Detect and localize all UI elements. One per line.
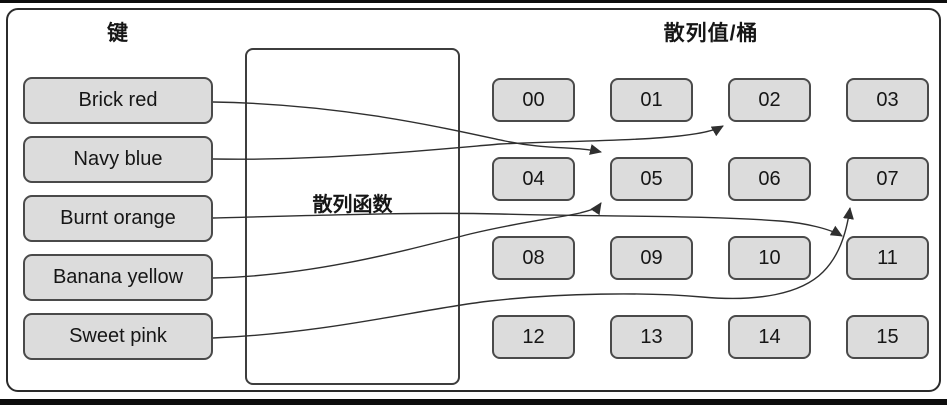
bucket-12: 12: [492, 315, 575, 359]
bucket-14: 14: [728, 315, 811, 359]
bucket-09: 09: [610, 236, 693, 280]
bucket-02: 02: [728, 78, 811, 122]
bucket-11: 11: [846, 236, 929, 280]
bucket-grid: 00 01 02 03 04 05 06 07 08 09 10 11 12 1…: [492, 78, 929, 359]
key-box-navy-blue: Navy blue: [23, 136, 213, 183]
hash-function-box: 散列函数: [245, 48, 460, 385]
key-box-sweet-pink: Sweet pink: [23, 313, 213, 360]
bucket-10: 10: [728, 236, 811, 280]
buckets-column-header: 散列值/桶: [663, 22, 759, 45]
key-box-banana-yellow: Banana yellow: [23, 254, 213, 301]
bucket-01: 01: [610, 78, 693, 122]
top-rule: [0, 0, 947, 3]
key-box-burnt-orange: Burnt orange: [23, 195, 213, 242]
key-list: Brick red Navy blue Burnt orange Banana …: [23, 77, 213, 360]
bucket-00: 00: [492, 78, 575, 122]
bottom-rule: [0, 399, 947, 405]
hash-function-label: 散列函数: [312, 194, 393, 216]
key-box-brick-red: Brick red: [23, 77, 213, 124]
bucket-07: 07: [846, 157, 929, 201]
keys-column-header: 键: [107, 22, 129, 45]
bucket-15: 15: [846, 315, 929, 359]
bucket-05: 05: [610, 157, 693, 201]
bucket-08: 08: [492, 236, 575, 280]
bucket-04: 04: [492, 157, 575, 201]
bucket-13: 13: [610, 315, 693, 359]
bucket-06: 06: [728, 157, 811, 201]
bucket-03: 03: [846, 78, 929, 122]
